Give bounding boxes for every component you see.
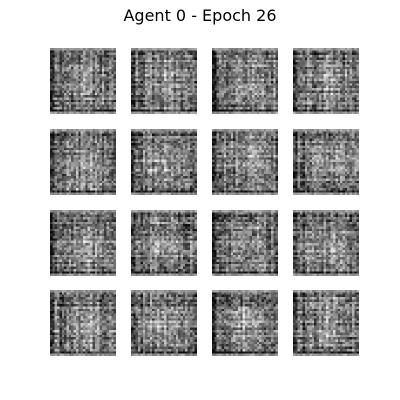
- generated-sample-image: [212, 129, 278, 195]
- generated-sample-image: [293, 48, 359, 114]
- generated-sample-image: [131, 210, 197, 276]
- generated-sample-image: [50, 48, 116, 114]
- generated-sample-image: [131, 48, 197, 114]
- generated-sample-image: [293, 129, 359, 195]
- generated-sample-image: [131, 129, 197, 195]
- generated-sample-image: [212, 210, 278, 276]
- generated-sample-image: [212, 290, 278, 356]
- generated-sample-image: [131, 290, 197, 356]
- generated-sample-image: [293, 290, 359, 356]
- generated-sample-image: [293, 210, 359, 276]
- figure-title: Agent 0 - Epoch 26: [123, 6, 277, 25]
- generated-sample-image: [50, 290, 116, 356]
- generated-sample-image: [212, 48, 278, 114]
- generated-sample-image: [50, 210, 116, 276]
- generated-sample-image: [50, 129, 116, 195]
